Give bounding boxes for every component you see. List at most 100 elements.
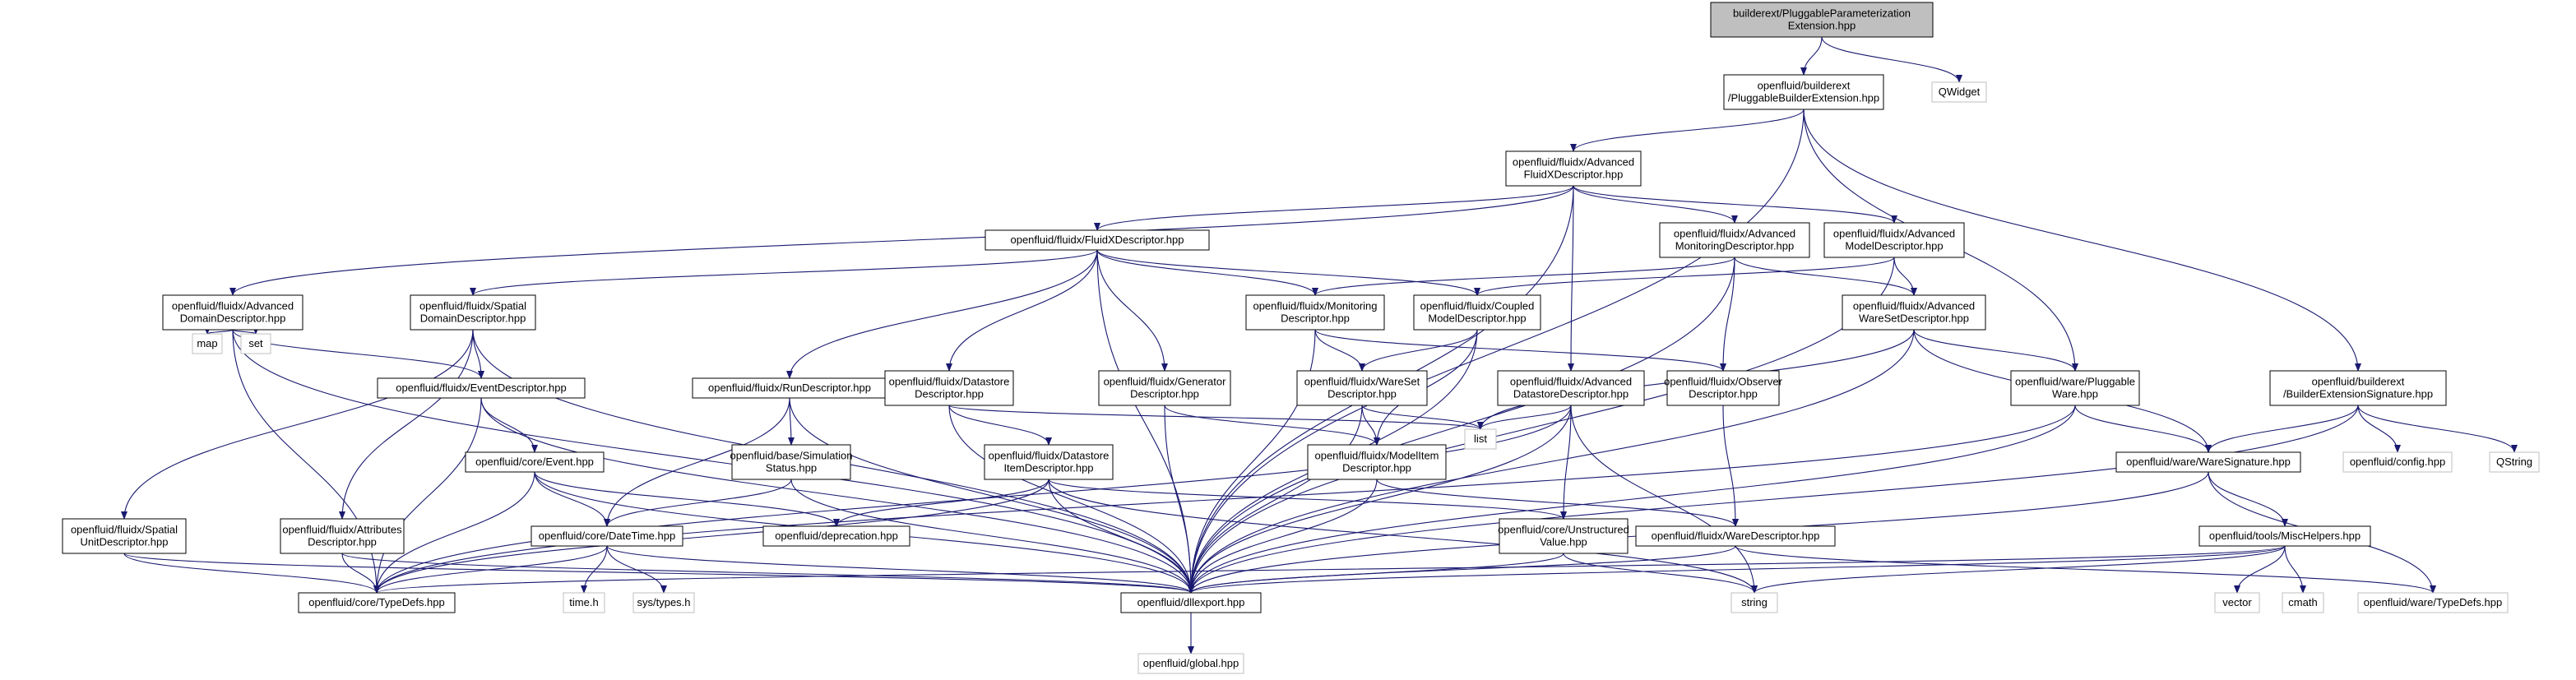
node-box-mond xyxy=(1245,294,1385,331)
edge-event-to-datetime xyxy=(534,471,610,527)
node-cmd[interactable]: openfluid/fluidx/CoupledModelDescriptor.… xyxy=(1413,294,1541,331)
edge-attd-to-dllexport xyxy=(341,553,1194,594)
node-box-depr xyxy=(762,525,910,547)
node-box-wtypedefs xyxy=(2357,592,2509,613)
node-box-evd xyxy=(377,377,586,399)
edge-fxd-to-mond xyxy=(1096,249,1318,296)
node-box-list xyxy=(1464,428,1497,450)
node-label-systypes-line-0: sys/types.h xyxy=(637,596,690,608)
edge-dsd-to-dsid xyxy=(948,405,1052,446)
node-rund[interactable]: openfluid/fluidx/RunDescriptor.hpp xyxy=(692,377,887,399)
node-box-sud xyxy=(62,518,187,554)
node-misc[interactable]: openfluid/tools/MiscHelpers.hpp xyxy=(2198,525,2371,547)
edge-wared-to-wtypedefs xyxy=(1735,545,2436,594)
node-qwidget: QWidget xyxy=(1931,81,1987,103)
node-label-sdd-line-1: DomainDescriptor.hpp xyxy=(420,312,526,325)
edge-afxd-to-fxd xyxy=(1094,185,1574,231)
edge-pbe-to-dllexport xyxy=(1188,109,1805,594)
node-event[interactable]: openfluid/core/Event.hpp xyxy=(465,451,605,473)
node-depr[interactable]: openfluid/deprecation.hpp xyxy=(762,525,910,547)
node-awsd[interactable]: openfluid/fluidx/AdvancedWareSetDescript… xyxy=(1842,294,1986,331)
node-label-adsd-line-0: openfluid/fluidx/Advanced xyxy=(1510,376,1632,388)
node-evd[interactable]: openfluid/fluidx/EventDescriptor.hpp xyxy=(377,377,586,399)
node-pbe[interactable]: openfluid/builderext/PluggableBuilderExt… xyxy=(1723,74,1884,110)
node-wtypedefs: openfluid/ware/TypeDefs.hpp xyxy=(2357,592,2509,613)
node-label-obsd-line-0: openfluid/fluidx/Observer xyxy=(1664,376,1782,388)
edge-evd-to-event xyxy=(480,397,538,453)
node-dsid[interactable]: openfluid/fluidx/DatastoreItemDescriptor… xyxy=(984,444,1114,480)
node-sud[interactable]: openfluid/fluidx/SpatialUnitDescriptor.h… xyxy=(62,518,187,554)
node-box-wsig xyxy=(2115,451,2301,473)
node-add[interactable]: openfluid/fluidx/AdvancedDomainDescripto… xyxy=(162,294,303,331)
node-label-uval-line-0: openfluid/core/Unstructured xyxy=(1498,524,1629,536)
edge-cmd-to-wsd xyxy=(1359,329,1478,372)
node-label-attd-line-0: openfluid/fluidx/Attributes xyxy=(282,524,402,536)
node-vector: vector xyxy=(2214,592,2260,613)
node-wared[interactable]: openfluid/fluidx/WareDescriptor.hpp xyxy=(1635,525,1836,547)
node-box-mid xyxy=(1307,444,1447,480)
edge-mond-to-wsd xyxy=(1314,329,1365,372)
node-label-amodd-line-0: openfluid/fluidx/Advanced xyxy=(1833,228,1955,240)
node-label-rund-line-0: openfluid/fluidx/RunDescriptor.hpp xyxy=(708,382,871,394)
edge-mond-to-obsd xyxy=(1314,329,1726,372)
node-timeh: time.h xyxy=(563,592,605,613)
node-attd[interactable]: openfluid/fluidx/AttributesDescriptor.hp… xyxy=(280,518,405,554)
edge-fxd-to-dsd xyxy=(946,249,1098,372)
edge-fxd-to-dllexport xyxy=(1096,249,1194,594)
node-amond[interactable]: openfluid/fluidx/AdvancedMonitoringDescr… xyxy=(1659,222,1810,258)
node-systypes: sys/types.h xyxy=(632,592,695,613)
node-amodd[interactable]: openfluid/fluidx/AdvancedModelDescriptor… xyxy=(1823,222,1965,258)
node-label-pbe-line-1: /PluggableBuilderExtension.hpp xyxy=(1728,92,1879,104)
node-label-add-line-1: DomainDescriptor.hpp xyxy=(180,312,286,325)
node-box-qstring xyxy=(2489,451,2540,473)
node-label-fxd-line-0: openfluid/fluidx/FluidXDescriptor.hpp xyxy=(1010,234,1184,246)
edge-add-to-map xyxy=(204,326,234,335)
node-adsd[interactable]: openfluid/fluidx/AdvancedDatastoreDescri… xyxy=(1497,370,1645,406)
node-box-gend xyxy=(1098,370,1231,406)
edge-dsid-to-dllexport xyxy=(1048,479,1194,594)
node-wsig[interactable]: openfluid/ware/WareSignature.hpp xyxy=(2115,451,2301,473)
node-label-attd-line-1: Descriptor.hpp xyxy=(308,536,377,548)
edge-pware-to-ctypedefs xyxy=(373,405,2076,594)
edge-awsd-to-dllexport xyxy=(1188,329,1915,594)
node-label-simstat-line-0: openfluid/base/Simulation xyxy=(730,450,853,462)
node-label-awsd-line-0: openfluid/fluidx/Advanced xyxy=(1853,300,1975,312)
node-label-uval-line-1: Value.hpp xyxy=(1540,536,1587,548)
edge-rund-to-dllexport xyxy=(789,397,1194,594)
node-box-global xyxy=(1137,653,1244,674)
node-box-add xyxy=(162,294,303,331)
node-box-dsd xyxy=(884,370,1014,406)
edge-gend-to-mid xyxy=(1164,405,1380,446)
node-dsd[interactable]: openfluid/fluidx/DatastoreDescriptor.hpp xyxy=(884,370,1014,406)
node-sdd[interactable]: openfluid/fluidx/SpatialDomainDescriptor… xyxy=(410,294,536,331)
node-label-dsid-line-1: ItemDescriptor.hpp xyxy=(1003,462,1093,474)
node-bes[interactable]: openfluid/builderext/BuilderExtensionSig… xyxy=(2269,370,2447,406)
node-dllexport[interactable]: openfluid/dllexport.hpp xyxy=(1120,592,1262,613)
node-label-amond-line-0: openfluid/fluidx/Advanced xyxy=(1674,228,1795,240)
node-label-list-line-0: list xyxy=(1474,433,1487,445)
edge-wared-to-dllexport xyxy=(1188,545,1736,594)
node-fxd[interactable]: openfluid/fluidx/FluidXDescriptor.hpp xyxy=(985,229,1210,251)
node-label-wtypedefs-line-0: openfluid/ware/TypeDefs.hpp xyxy=(2364,596,2502,608)
node-label-simstat-line-1: Status.hpp xyxy=(766,462,817,474)
node-root[interactable]: builderext/PluggableParameterizationExte… xyxy=(1710,2,1934,38)
node-label-gend-line-1: Descriptor.hpp xyxy=(1130,388,1199,400)
edge-amodd-to-awsd xyxy=(1893,257,1917,296)
node-mond[interactable]: openfluid/fluidx/MonitoringDescriptor.hp… xyxy=(1245,294,1385,331)
node-datetime[interactable]: openfluid/core/DateTime.hpp xyxy=(530,525,683,547)
node-box-config xyxy=(2342,451,2453,473)
node-box-set xyxy=(240,333,271,354)
edge-simstat-to-datetime xyxy=(604,479,792,527)
node-wsd[interactable]: openfluid/fluidx/WareSetDescriptor.hpp xyxy=(1296,370,1428,406)
node-label-pware-line-0: openfluid/ware/Pluggable xyxy=(2015,376,2135,388)
node-ctypedefs[interactable]: openfluid/core/TypeDefs.hpp xyxy=(298,592,456,613)
node-afxd[interactable]: openfluid/fluidx/AdvancedFluidXDescripto… xyxy=(1505,150,1642,187)
edge-dsid-to-depr xyxy=(833,479,1049,527)
